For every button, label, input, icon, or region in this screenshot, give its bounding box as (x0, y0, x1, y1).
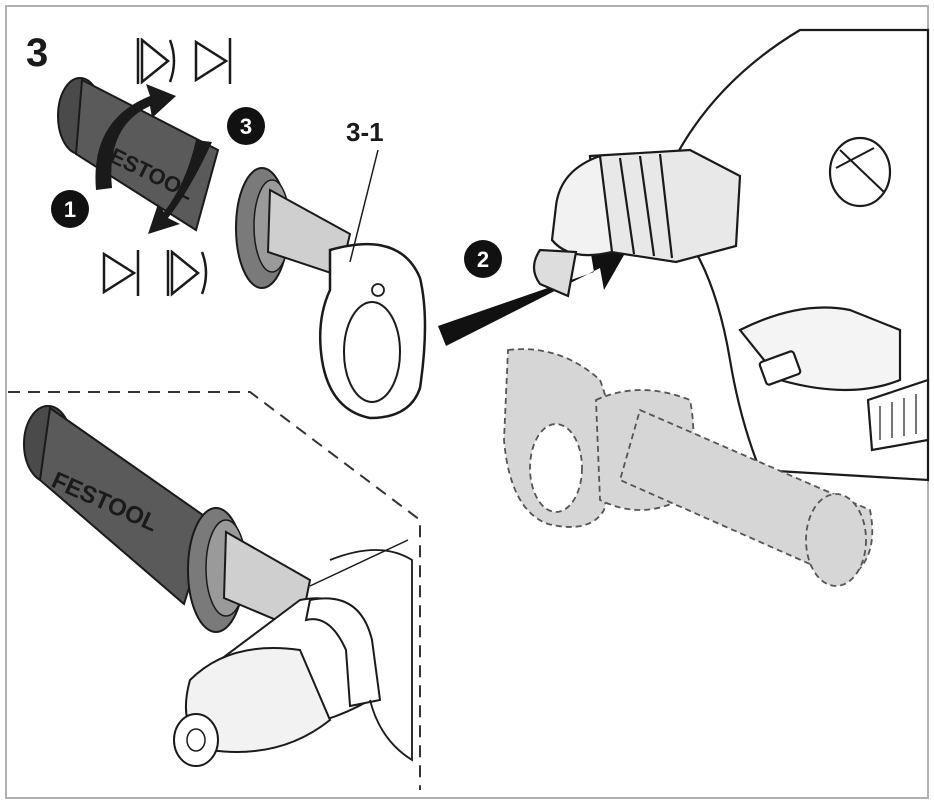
callout-leader (349, 149, 379, 263)
figure-number: 3 (26, 31, 48, 75)
hammer-drill (532, 28, 930, 482)
callout-label: 3-1 (346, 117, 384, 147)
open-lock-icon-bottom (102, 250, 140, 296)
push-arrow-icon (438, 248, 628, 346)
rotate-arrow-icon (95, 84, 212, 234)
step-badge-2: 2 (464, 240, 502, 278)
inset-divider (8, 391, 421, 790)
svg-text:3: 3 (240, 114, 252, 139)
dashed-ghost-handle (503, 348, 874, 587)
svg-text:2: 2 (477, 247, 489, 272)
step-badge-3: 3 (227, 107, 265, 145)
open-lock-icon (136, 37, 176, 85)
svg-text:1: 1 (64, 197, 76, 222)
step-badge-1: 1 (51, 190, 89, 228)
close-lock-icon (194, 38, 232, 84)
close-lock-icon-bottom (166, 249, 208, 297)
